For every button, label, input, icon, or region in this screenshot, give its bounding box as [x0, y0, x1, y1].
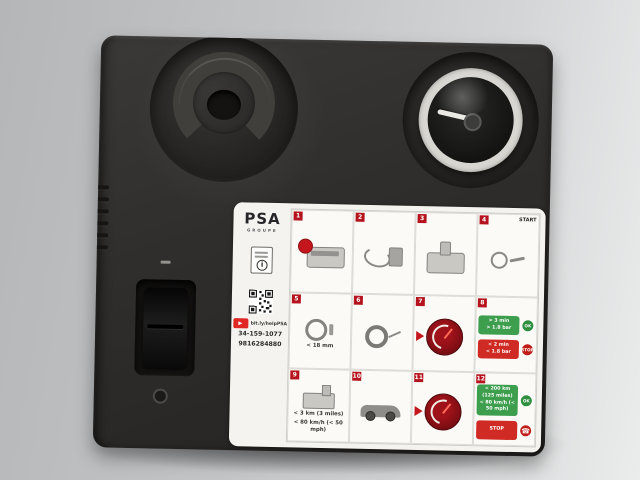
label-info-column: PSA GROUPE i	[233, 207, 287, 442]
instruction-step-5: 5 < 18 mm	[288, 292, 353, 370]
cell-text: < 80 km/h (< 50 mph)	[293, 419, 343, 433]
drive-icon	[302, 392, 335, 409]
red-status-row: STOP☎	[475, 420, 533, 441]
instruction-step-11: 11	[410, 371, 475, 446]
hose-icon	[363, 324, 401, 348]
psa-logo: PSA GROUPE	[244, 209, 281, 234]
install-icon	[426, 252, 465, 274]
instruction-label: PSA GROUPE i	[228, 202, 546, 453]
step-number-badge: 9	[290, 370, 300, 380]
cables-icon	[364, 244, 404, 269]
cell-text: < 3 km (3 miles)	[293, 410, 344, 418]
red-status-box: STOP	[475, 420, 518, 441]
vent-slot	[95, 233, 109, 238]
power-on-mark-icon	[160, 260, 171, 264]
ok-icon: OK	[519, 394, 533, 408]
instruction-step-10: 10	[348, 369, 413, 444]
drive-pictogram: < 3 km (3 miles)< 80 km/h (< 50 mph)	[288, 370, 349, 442]
part-number-2: 9816284880	[238, 340, 282, 349]
gauge-icon	[423, 392, 462, 431]
step-number-badge: 2	[355, 212, 365, 222]
youtube-play-icon	[233, 318, 249, 329]
gauge-pictogram	[412, 372, 473, 444]
start-label: START	[518, 217, 537, 224]
start-pictogram	[477, 214, 539, 296]
step-number-badge: 10	[352, 371, 362, 382]
green-status-row: < 200 km (125 miles)< 80 km/h (< 50 mph)…	[476, 384, 533, 417]
qr-code-icon	[248, 289, 274, 314]
cables-pictogram	[353, 212, 415, 294]
help-link: bit.ly/helpPSA	[250, 321, 288, 327]
switch-recess	[134, 279, 197, 377]
instruction-step-1: 1	[290, 209, 354, 294]
install-pictogram	[415, 213, 477, 295]
unpack-icon	[306, 246, 345, 269]
stop-icon: ☎	[519, 424, 533, 438]
car-icon	[360, 404, 401, 418]
green-status-box: > 3 min> 1.8 bar	[478, 315, 520, 336]
status-pictogram: < 200 km (125 miles)< 80 km/h (< 50 mph)…	[474, 373, 535, 445]
step-number-badge: 8	[477, 297, 487, 308]
manual-book-icon: i	[250, 246, 273, 274]
step-number-badge: 3	[417, 213, 427, 224]
instruction-step-2: 2	[352, 210, 416, 295]
instruction-step-9: 9< 3 km (3 miles)< 80 km/h (< 50 mph)	[286, 368, 351, 443]
screw	[152, 388, 168, 404]
red-status-box: < 2 min< 1.8 bar	[477, 339, 520, 360]
start-icon	[488, 246, 528, 271]
part-number-1: 34-159-1077	[238, 330, 283, 339]
valve-icon	[301, 319, 339, 342]
green-status-box: < 200 km (125 miles)< 80 km/h (< 50 mph)	[476, 384, 519, 417]
step-number-badge: 11	[414, 373, 424, 383]
instruction-step-12: 12< 200 km (125 miles)< 80 km/h (< 50 mp…	[472, 372, 537, 447]
vent-slot	[95, 221, 109, 226]
vent-slot	[96, 185, 110, 190]
instruction-step-6: 6	[350, 293, 415, 372]
step-number-badge: 5	[291, 294, 301, 304]
instruction-step-4: 4 START	[475, 213, 540, 298]
info-icon: i	[256, 259, 268, 271]
step-number-badge: 1	[293, 211, 303, 221]
video-help-row: bit.ly/helpPSA	[233, 318, 287, 329]
step-number-badge: 12	[476, 374, 486, 384]
vent-slot	[95, 197, 109, 202]
step-number-badge: 6	[353, 295, 363, 305]
valve-pictogram: < 18 mm	[289, 293, 351, 369]
stop-icon: STOP	[520, 343, 534, 357]
instruction-step-7: 7	[412, 294, 476, 373]
brand-sub: GROUPE	[246, 227, 278, 234]
vent-slot	[95, 209, 109, 214]
side-vents	[94, 185, 110, 257]
ok-icon: OK	[521, 319, 535, 333]
instruction-step-3: 3	[414, 211, 478, 296]
brand-name: PSA	[244, 209, 281, 229]
gauge-icon	[425, 318, 464, 356]
device-body: PSA GROUPE i	[92, 35, 554, 457]
step-number-badge: 7	[415, 296, 425, 306]
vent-slot	[94, 245, 108, 250]
step-number-badge: 4	[479, 215, 489, 225]
gauge-recess	[401, 50, 541, 190]
hose-pictogram	[351, 294, 413, 370]
cell-text: < 18 mm	[306, 342, 334, 350]
gauge-pictogram	[413, 296, 475, 372]
unpack-pictogram	[291, 210, 353, 292]
car-pictogram	[350, 371, 411, 443]
pressure-gauge	[417, 66, 524, 174]
power-rocker-switch[interactable]	[142, 287, 189, 369]
